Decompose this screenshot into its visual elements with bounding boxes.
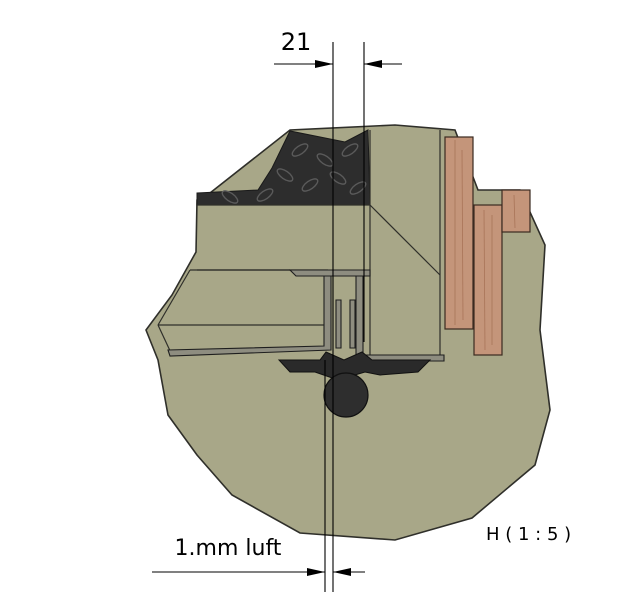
dimension-bottom-value: 1.mm luft — [175, 536, 282, 561]
dimension-bottom-arrow-right — [333, 568, 351, 576]
sheet-metal-profile — [167, 269, 445, 362]
dimension-top — [274, 42, 402, 592]
dimension-bottom-arrow-left — [307, 568, 325, 576]
wood-board-middle — [473, 204, 503, 356]
wood-board-top — [501, 189, 531, 233]
wood-grain — [454, 140, 516, 351]
wood-board-left — [444, 136, 474, 330]
detail-label: H ( 1 : 5 ) — [486, 524, 571, 545]
rubber-gasket — [277, 351, 432, 381]
checker-plate-pattern — [221, 143, 367, 204]
wood-boards — [444, 136, 531, 356]
seal-bulb — [323, 372, 369, 418]
dimension-top-value: 21 — [281, 28, 312, 56]
dimension-top-arrow-left — [315, 60, 333, 68]
dimension-top-arrow-right — [364, 60, 382, 68]
